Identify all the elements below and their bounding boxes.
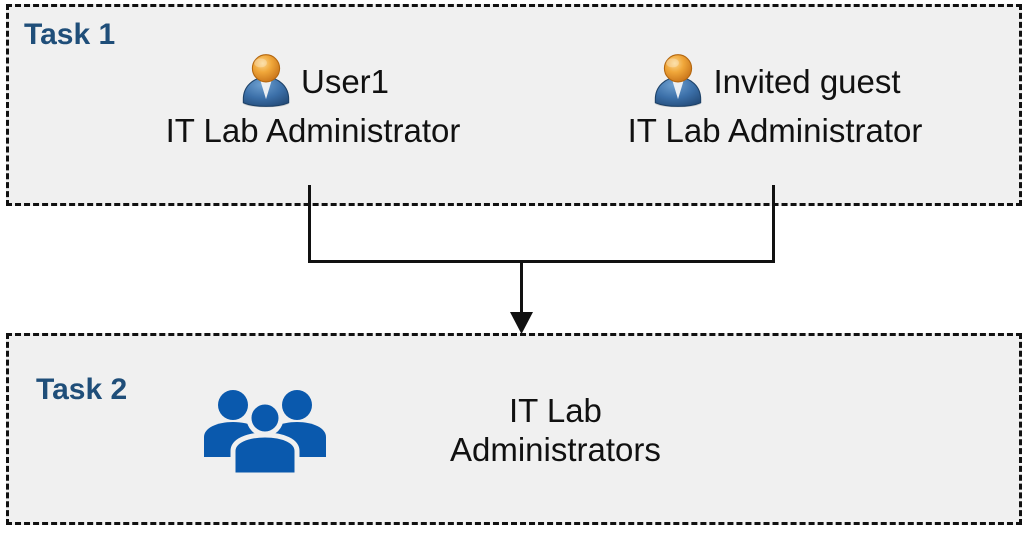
task-1-box <box>6 4 1022 206</box>
person-user1-name: User1 <box>300 62 390 100</box>
person-invited-guest-role: IT Lab Administrator <box>627 112 923 149</box>
person-user1-row: User1 <box>118 50 508 112</box>
group-entry: IT Lab Administrators <box>200 385 800 477</box>
task-2-label: Task 2 <box>36 373 128 406</box>
group-people-icon <box>204 390 326 477</box>
person-user1-role: IT Lab Administrator <box>165 112 461 149</box>
person-invited-guest-name: Invited guest <box>713 62 901 100</box>
person-invited-guest-row: Invited guest <box>575 50 975 112</box>
person-invited-guest: Invited guest IT Lab Administrator <box>575 50 975 147</box>
task-2-box <box>6 333 1022 525</box>
group-name-label: IT Lab Administrators <box>450 392 661 468</box>
user-person-icon <box>655 54 702 108</box>
person-user1: User1 IT Lab Administrator <box>118 50 508 147</box>
user-person-icon <box>242 54 290 108</box>
task-1-label: Task 1 <box>24 18 116 51</box>
